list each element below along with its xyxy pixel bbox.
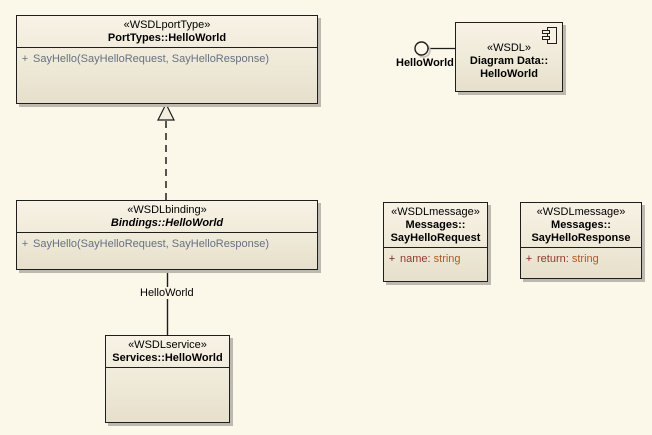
attribute-name: name: <box>400 253 431 265</box>
binding-service-connector-label[interactable]: HelloWorld <box>138 287 196 299</box>
node-binding-helloworld[interactable]: «WSDLbinding» Bindings::HelloWorld + SayH… <box>16 200 318 270</box>
operation-signature: SayHello(SayHelloRequest, SayHelloRespon… <box>33 53 270 65</box>
binding-operation: + SayHello(SayHelloRequest, SayHelloRespo… <box>17 238 317 251</box>
request-stereotype: «WSDLmessage» <box>391 206 480 218</box>
component-icon <box>542 27 558 45</box>
node-porttype-helloworld[interactable]: «WSDLportType» PortTypes::HelloWorld + Sa… <box>16 15 318 104</box>
attribute-type: string <box>433 253 461 265</box>
binding-header: «WSDLbinding» Bindings::HelloWorld <box>17 201 317 233</box>
response-stereotype: «WSDLmessage» <box>536 206 626 218</box>
component-stereotype: «WSDL» <box>486 41 532 54</box>
operation-visibility: + <box>21 53 29 65</box>
attribute-name: return: <box>537 253 569 265</box>
realization-triangle-arrowhead[interactable] <box>157 102 175 121</box>
attribute-visibility: + <box>388 253 396 265</box>
response-attribute: + return: string <box>521 253 641 266</box>
binding-stereotype: «WSDLbinding» <box>127 204 207 216</box>
request-name-line1: Messages:: <box>405 219 466 231</box>
request-name-line2: SayHelloRequest <box>390 232 481 244</box>
response-header: «WSDLmessage» Messages:: SayHelloRespons… <box>521 203 641 248</box>
porttype-operations-compartment: + SayHello(SayHelloRequest, SayHelloRespo… <box>17 48 317 66</box>
component-header: «WSDL» Diagram Data:: HelloWorld <box>456 23 562 91</box>
response-name-line2: SayHelloResponse <box>531 232 631 244</box>
binding-name: Bindings::HelloWorld <box>110 217 224 229</box>
provided-interface-label[interactable]: HelloWorld <box>396 57 454 69</box>
porttype-header: «WSDLportType» PortTypes::HelloWorld <box>17 16 317 48</box>
response-attributes-compartment: + return: string <box>521 248 641 266</box>
operation-signature: SayHello(SayHelloRequest, SayHelloRespon… <box>33 238 270 250</box>
porttype-stereotype: «WSDLportType» <box>123 19 211 31</box>
lollipop-circle-shadow <box>416 43 431 58</box>
service-header: «WSDLservice» Services::HelloWorld <box>106 336 229 368</box>
attribute-visibility: + <box>525 253 533 265</box>
service-empty-compartment <box>106 368 229 373</box>
node-component-diagram-data[interactable]: «WSDL» Diagram Data:: HelloWorld <box>455 22 563 92</box>
node-message-sayhellorequest[interactable]: «WSDLmessage» Messages:: SayHelloRequest… <box>383 202 488 282</box>
porttype-name: PortTypes::HelloWorld <box>107 32 227 44</box>
component-name-line1: Diagram Data:: <box>469 54 549 67</box>
service-stereotype: «WSDLservice» <box>128 339 207 351</box>
binding-operations-compartment: + SayHello(SayHelloRequest, SayHelloRespo… <box>17 233 317 251</box>
component-name-line2: HelloWorld <box>480 67 538 80</box>
request-attributes-compartment: + name: string <box>384 248 487 266</box>
service-name: Services::HelloWorld <box>112 352 223 364</box>
porttype-operation: + SayHello(SayHelloRequest, SayHelloRespo… <box>17 53 317 66</box>
node-message-sayhelloresponse[interactable]: «WSDLmessage» Messages:: SayHelloRespons… <box>520 202 642 279</box>
request-header: «WSDLmessage» Messages:: SayHelloRequest <box>384 203 487 248</box>
operation-visibility: + <box>21 238 29 250</box>
response-name-line1: Messages:: <box>551 219 611 231</box>
provided-interface-icon[interactable] <box>414 41 429 56</box>
attribute-type: string <box>571 253 599 265</box>
request-attribute: + name: string <box>384 253 487 266</box>
node-service-helloworld[interactable]: «WSDLservice» Services::HelloWorld <box>105 335 230 423</box>
